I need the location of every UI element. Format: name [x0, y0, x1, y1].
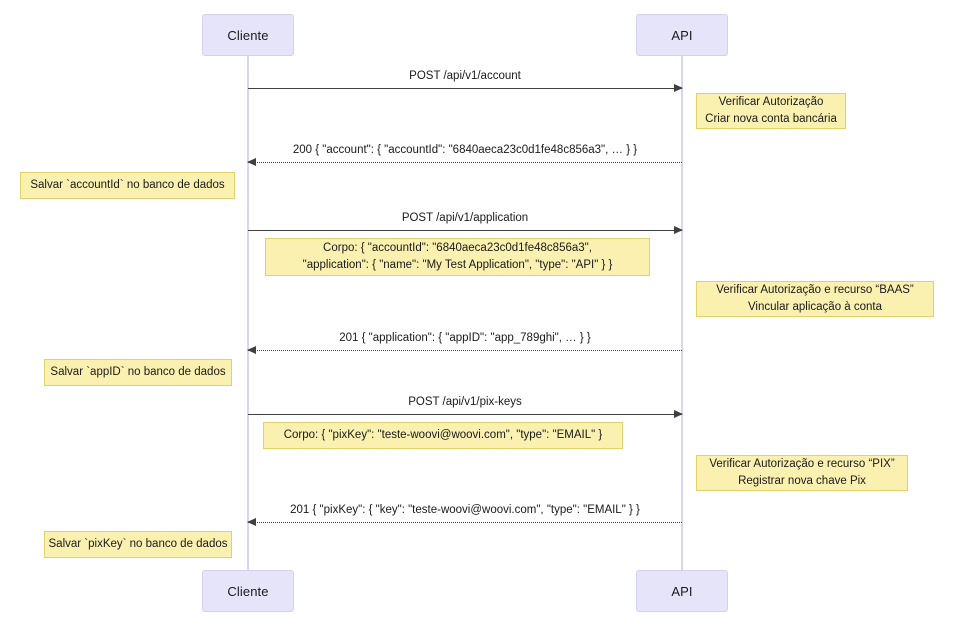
message-201-application-label: 201 { "application": { "appID": "app_789…: [339, 332, 591, 344]
note-line-1: Salvar `appID` no banco de dados: [50, 366, 226, 379]
note-corpo-pixkey: Corpo: { "pixKey": "teste-woovi@woovi.co…: [263, 422, 623, 449]
actor-api-bottom[interactable]: API: [636, 570, 728, 612]
message-200-account-label: 200 { "account": { "accountId": "6840aec…: [292, 144, 638, 156]
message-post-account-label: POST /api/v1/account: [409, 70, 521, 82]
note-line-2: Vincular aplicação à conta: [747, 301, 883, 313]
message-post-application-label: POST /api/v1/application: [401, 212, 529, 224]
note-verificar-baas: Verificar Autorização e recurso “BAAS” V…: [696, 281, 934, 317]
arrow-head-right-icon: [674, 83, 683, 92]
message-post-pix-keys-label: POST /api/v1/pix-keys: [408, 396, 522, 408]
note-line-2: Criar nova conta bancária: [705, 113, 837, 125]
note-line-1: Corpo: { "accountId": "6840aeca23c0d1fe4…: [323, 242, 592, 255]
note-line-1: Verificar Autorização e recurso “BAAS”: [716, 284, 914, 297]
actor-cliente-bottom[interactable]: Cliente: [202, 570, 294, 612]
actor-api-top-label: API: [671, 27, 693, 43]
note-corpo-application: Corpo: { "accountId": "6840aeca23c0d1fe4…: [265, 238, 650, 276]
message-line: [248, 162, 682, 163]
note-salvar-appid: Salvar `appID` no banco de dados: [44, 359, 232, 386]
note-line-1: Salvar `pixKey` no banco de dados: [48, 538, 228, 551]
arrow-head-left-icon: [247, 517, 256, 526]
note-line-1: Verificar Autorização e recurso “PIX”: [709, 458, 895, 471]
arrow-head-right-icon: [674, 225, 683, 234]
actor-cliente-bottom-label: Cliente: [227, 583, 269, 599]
lifeline-cliente: [247, 56, 249, 570]
note-verificar-pix: Verificar Autorização e recurso “PIX” Re…: [696, 455, 908, 491]
message-line: [248, 522, 682, 523]
message-line: [248, 350, 682, 351]
note-line-1: Corpo: { "pixKey": "teste-woovi@woovi.co…: [283, 429, 603, 442]
note-salvar-accountid: Salvar `accountId` no banco de dados: [20, 172, 235, 199]
note-line-1: Salvar `accountId` no banco de dados: [30, 179, 225, 192]
note-line-2: "application": { "name": "My Test Applic…: [302, 259, 613, 271]
message-line: [248, 88, 682, 89]
message-201-pix-key-label: 201 { "pixKey": { "key": "teste-woovi@wo…: [290, 504, 640, 516]
note-verificar-autorizacao-conta: Verificar Autorização Criar nova conta b…: [696, 93, 846, 129]
actor-cliente-top-label: Cliente: [227, 27, 269, 43]
note-salvar-pixkey: Salvar `pixKey` no banco de dados: [44, 531, 232, 558]
arrow-head-right-icon: [674, 409, 683, 418]
actor-api-top[interactable]: API: [636, 14, 728, 56]
actor-cliente-top[interactable]: Cliente: [202, 14, 294, 56]
message-line: [248, 230, 682, 231]
note-line-2: Registrar nova chave Pix: [738, 475, 866, 487]
note-line-1: Verificar Autorização: [718, 96, 824, 109]
message-line: [248, 414, 682, 415]
actor-api-bottom-label: API: [671, 583, 693, 599]
arrow-head-left-icon: [247, 157, 256, 166]
arrow-head-left-icon: [247, 345, 256, 354]
lifeline-api: [681, 56, 683, 570]
